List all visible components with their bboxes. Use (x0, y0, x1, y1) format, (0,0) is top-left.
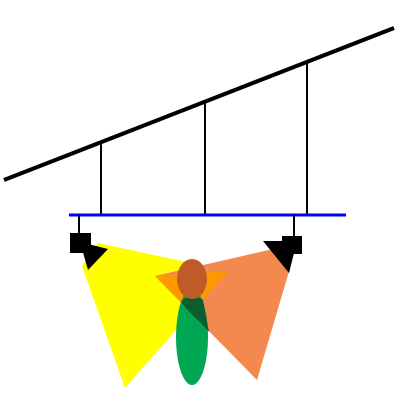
right-spotlight-fixture (263, 236, 302, 273)
figure-body-shadow (181, 296, 209, 332)
right-spotlight-nozzle (263, 241, 297, 273)
spotlit-figure (176, 259, 209, 385)
figure-head (177, 259, 207, 299)
sloped-ceiling-line (3, 26, 395, 182)
left-spotlight-fixture (70, 233, 108, 270)
left-spotlight-nozzle (80, 242, 108, 270)
